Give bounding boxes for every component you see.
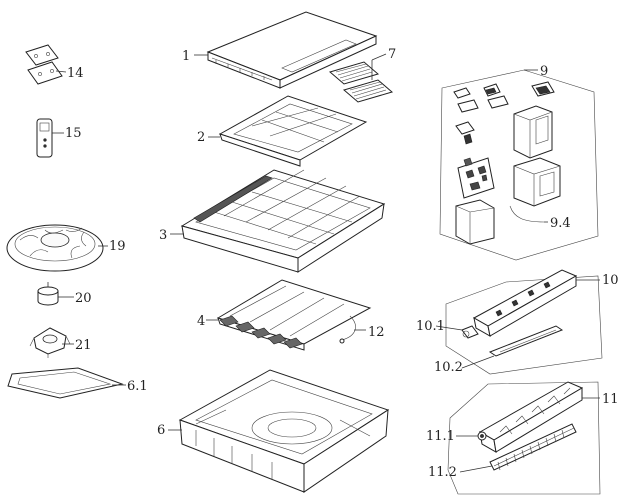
part-20-fan-motor [37,282,74,306]
part-6-1-base-plate [7,367,126,399]
label-9: 9 [540,64,548,79]
part-10-louver-assembly [435,269,603,375]
label-19: 19 [109,239,126,254]
label-6: 6 [157,423,165,438]
label-3: 3 [159,228,167,243]
label-21: 21 [75,338,92,353]
label-11-2: 11.2 [428,465,457,480]
label-12: 12 [368,325,385,340]
label-7: 7 [388,47,396,62]
label-10: 10 [602,273,619,288]
part-7-filters [328,53,394,103]
label-10-1: 10.1 [416,319,445,334]
label-11-1: 11.1 [426,429,455,444]
label-10-2: 10.2 [434,360,463,375]
part-19-fan-wheel [6,224,108,272]
part-1-top-panel [194,11,378,89]
label-14: 14 [67,66,84,81]
part-2-grille-frame [208,95,368,167]
part-4-evaporator [206,279,372,351]
label-2: 2 [197,130,205,145]
label-9-4: 9.4 [550,216,571,231]
part-21-motor-mount [29,327,74,358]
part-3-front-grille-panel [170,169,386,273]
part-11-louver-assembly [447,381,601,495]
part-9-electrical-box-group [439,69,599,261]
label-11: 11 [602,392,619,407]
label-1: 1 [182,49,190,64]
label-15: 15 [65,126,82,141]
part-15-remote-control [36,118,64,158]
part-12-sensor-cable [339,315,366,344]
part-14-mounting-brackets [25,44,67,85]
label-20: 20 [75,291,92,306]
label-6-1: 6.1 [127,379,148,394]
label-4: 4 [197,314,205,329]
part-6-chassis [168,369,390,493]
